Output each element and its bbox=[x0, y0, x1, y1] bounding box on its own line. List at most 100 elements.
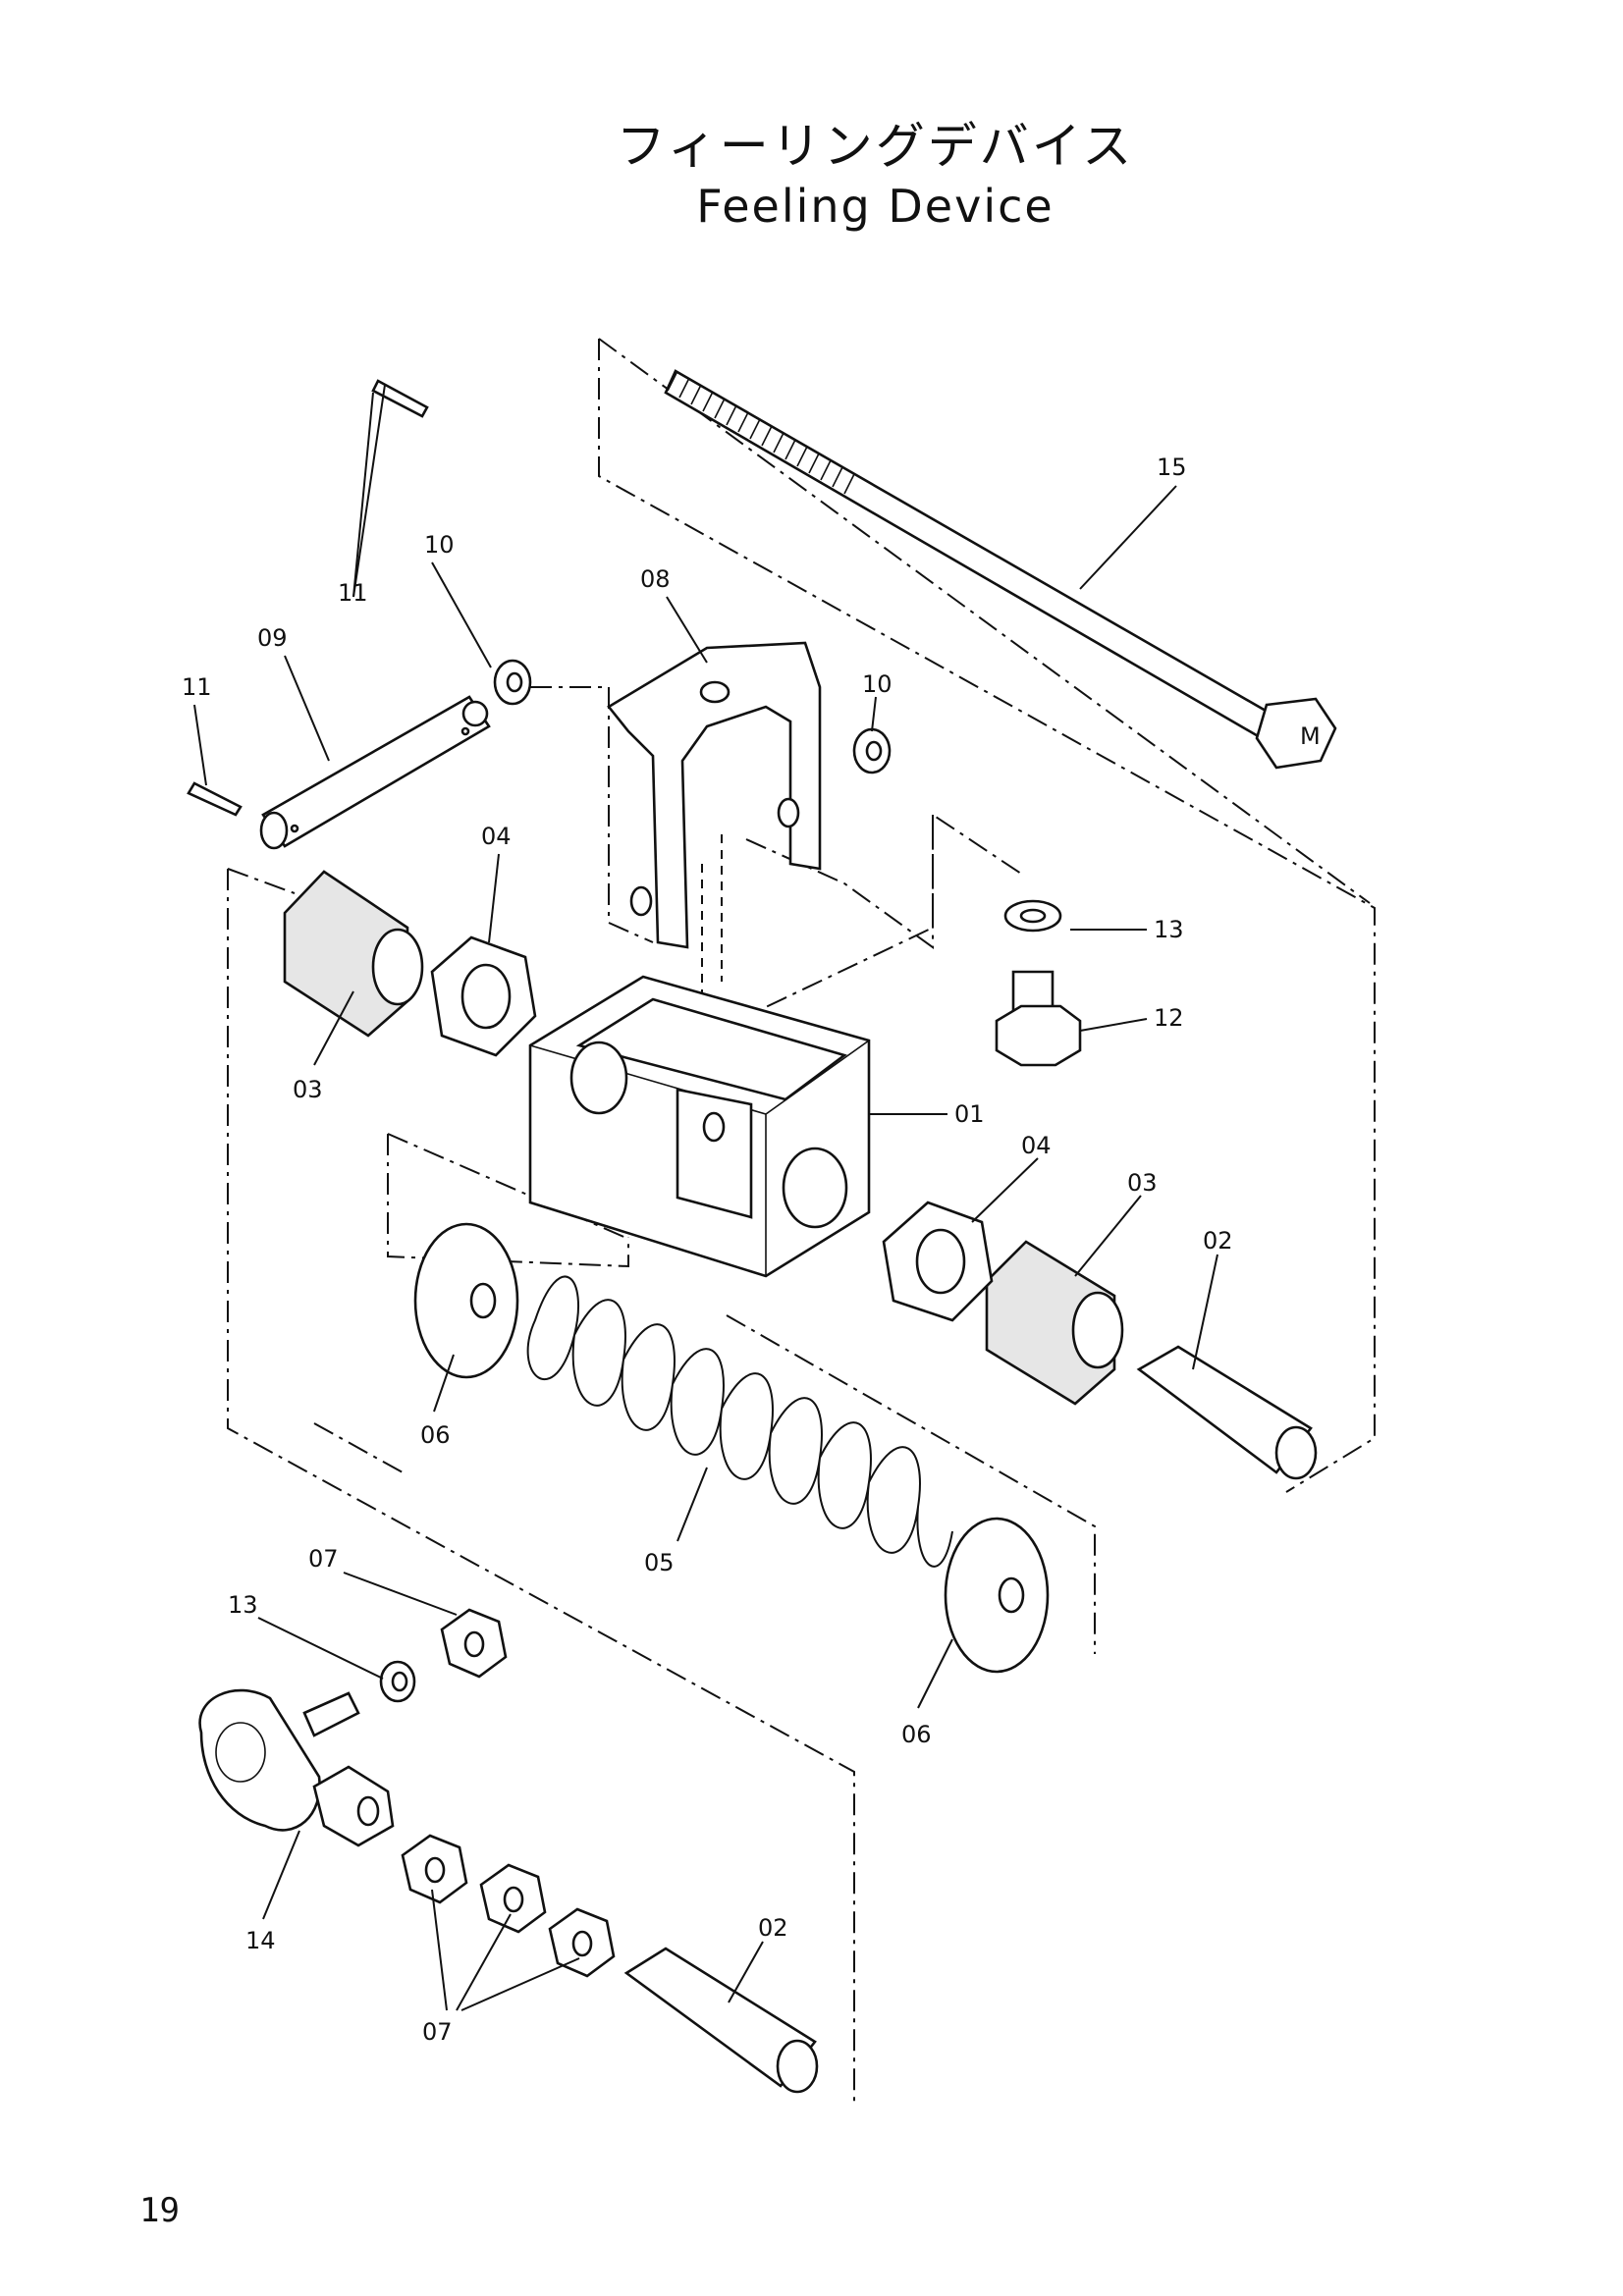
bolt-12-head bbox=[995, 1004, 1082, 1067]
rod-end-eye bbox=[198, 1688, 321, 1832]
callout-02-lower: 02 bbox=[758, 1914, 788, 1942]
callout-11-left: 11 bbox=[182, 673, 212, 701]
nut-07-b-bore bbox=[503, 1886, 524, 1913]
callout-labels: 15 08 10 11 09 11 10 13 12 04 03 01 04 0… bbox=[182, 454, 1233, 2046]
lock-nut-left-bore bbox=[460, 963, 512, 1030]
callout-08: 08 bbox=[640, 565, 671, 593]
nut-07-a-bore bbox=[424, 1856, 446, 1884]
part-10-washers bbox=[493, 659, 892, 774]
page-number: 19 bbox=[139, 2191, 180, 2230]
nut-07-c-bore bbox=[571, 1930, 593, 1957]
part-04-lock-nuts bbox=[430, 935, 994, 1322]
cotter-pin-right bbox=[371, 379, 429, 418]
bolt-hex-head bbox=[1255, 697, 1337, 770]
callout-04-right: 04 bbox=[1021, 1132, 1052, 1159]
callout-05: 05 bbox=[644, 1549, 675, 1576]
spring-washer-upper-hole bbox=[469, 1282, 497, 1319]
callout-15: 15 bbox=[1157, 454, 1187, 481]
lock-nut-right-bore bbox=[915, 1228, 966, 1295]
washer-10-left-hole bbox=[506, 671, 523, 693]
title-english: Feeling Device bbox=[696, 180, 1055, 233]
callout-06-upper: 06 bbox=[420, 1421, 451, 1449]
part-06-spring-washers bbox=[413, 1222, 1050, 1674]
leader-lines bbox=[193, 384, 1218, 2011]
nut-07-upper-bore bbox=[463, 1630, 485, 1658]
adjuster-left-bore bbox=[371, 928, 424, 1006]
callout-13-lower: 13 bbox=[228, 1591, 258, 1619]
lock-washer-13-upper-hole bbox=[1019, 908, 1047, 924]
block-tab bbox=[676, 1088, 753, 1219]
callout-10-left: 10 bbox=[424, 531, 455, 559]
block-tab-hole bbox=[702, 1111, 726, 1143]
adjuster-right-bore bbox=[1071, 1291, 1124, 1369]
callout-02-upper: 02 bbox=[1203, 1227, 1233, 1255]
callout-03-left: 03 bbox=[293, 1076, 323, 1103]
part-08-bracket bbox=[607, 641, 822, 949]
bracket-left-hole bbox=[629, 885, 653, 917]
frame-bracket-left bbox=[530, 686, 654, 943]
spring-washer-lower bbox=[944, 1517, 1050, 1674]
part-01-block bbox=[528, 975, 871, 1278]
washer-10-right-hole bbox=[865, 740, 883, 762]
frame-pin bbox=[726, 815, 934, 1027]
part-09-pin bbox=[259, 695, 491, 850]
lock-washer-13-lower-hole bbox=[391, 1671, 408, 1692]
part-13-lower-washer bbox=[379, 1660, 416, 1703]
part-14-rod-end bbox=[198, 1688, 395, 1847]
callout-07-lower: 07 bbox=[422, 2018, 453, 2046]
part-11-cotter-pins bbox=[187, 379, 429, 817]
callout-01: 01 bbox=[954, 1100, 985, 1128]
spacer-lower-end bbox=[776, 2039, 819, 2094]
title-japanese: フィーリングデバイス bbox=[616, 118, 1135, 175]
frame-left-top bbox=[227, 868, 296, 894]
pin-hole-1 bbox=[290, 824, 299, 833]
part-15-long-bolt: M bbox=[664, 369, 1337, 770]
rod-end-ball bbox=[215, 1722, 266, 1783]
part-02-spacers bbox=[623, 1345, 1318, 2094]
frame-spring bbox=[726, 1314, 1096, 1654]
frame-washer-top bbox=[387, 1133, 629, 1240]
callout-11-right: 11 bbox=[338, 579, 368, 607]
frame-bolt bbox=[598, 339, 1376, 1493]
spacer-upper-end bbox=[1274, 1425, 1318, 1480]
pin-end bbox=[259, 811, 289, 850]
spring-washer-lower-hole bbox=[998, 1576, 1025, 1614]
callout-13-upper: 13 bbox=[1154, 916, 1184, 943]
title-block: フィーリングデバイス Feeling Device bbox=[0, 116, 1623, 236]
part-03-adjusters bbox=[283, 870, 1124, 1406]
spring-coils bbox=[526, 1275, 953, 1568]
bracket-body bbox=[607, 641, 822, 949]
part-05-coil-spring bbox=[526, 1275, 953, 1568]
block-right-bore bbox=[782, 1147, 848, 1229]
callout-04-left: 04 bbox=[481, 823, 512, 850]
rod-end-neck bbox=[312, 1765, 395, 1847]
callout-10-right: 10 bbox=[862, 670, 893, 698]
frame-bolt-top bbox=[598, 338, 1371, 904]
pin-hole-2 bbox=[460, 726, 470, 736]
bolt-thread bbox=[667, 370, 855, 495]
part-13-12-washer-bolt bbox=[995, 899, 1082, 1067]
adjuster-right bbox=[985, 1240, 1116, 1406]
callout-03-right: 03 bbox=[1127, 1169, 1158, 1197]
callout-06-lower: 06 bbox=[901, 1721, 932, 1748]
spacer-lower bbox=[623, 1947, 817, 2088]
frame-bracket-right bbox=[745, 813, 1022, 949]
bracket-right-hole bbox=[777, 797, 800, 828]
frame-left bbox=[227, 869, 855, 2106]
cotter-pin-left bbox=[187, 781, 243, 817]
spacer-upper bbox=[1136, 1345, 1313, 1474]
callout-09: 09 bbox=[257, 624, 288, 652]
block-top-opening bbox=[575, 997, 847, 1101]
frame-rod-end bbox=[313, 1422, 404, 1473]
rod-end-stud bbox=[302, 1691, 360, 1737]
rod-end-neck-bore bbox=[356, 1795, 380, 1827]
callout-12: 12 bbox=[1154, 1004, 1184, 1032]
bracket-top-hole bbox=[699, 680, 730, 704]
part-07-nuts bbox=[401, 1608, 616, 1978]
pin-head bbox=[461, 700, 489, 727]
pin-shaft bbox=[261, 695, 491, 848]
block-left-bore bbox=[569, 1041, 628, 1115]
callout-07-upper: 07 bbox=[308, 1545, 339, 1573]
bolt-head-mark: M bbox=[1300, 722, 1321, 750]
